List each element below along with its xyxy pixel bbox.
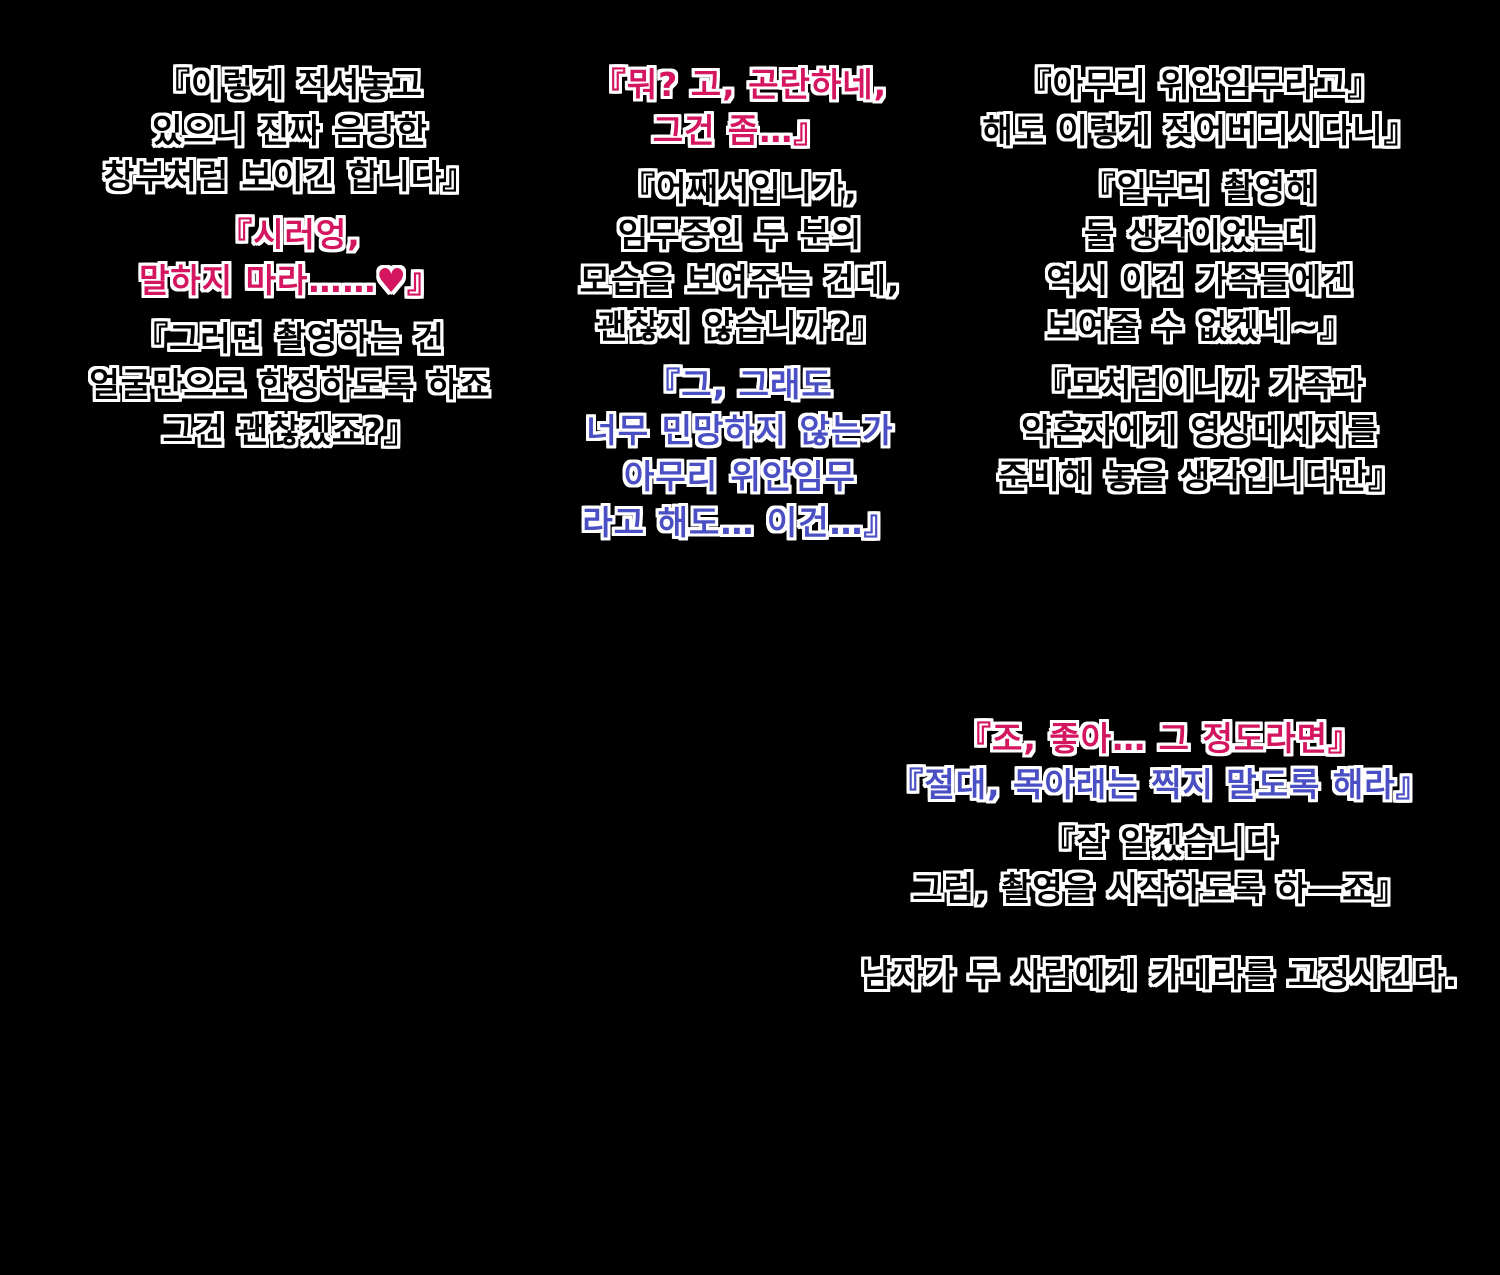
text-line: 보여줄 수 없겠네~』 <box>1046 307 1354 346</box>
dialogue-right-2: 『일부러 촬영해 둘 생각이었는데 역시 이건 가족들에겐 보여줄 수 없겠네~… <box>960 166 1440 350</box>
text-line: 해도 이렇게 젖어버리시다니』 <box>982 111 1418 150</box>
dialogue-bottom-3: 『잘 알겠습니다 그럼, 촬영을 시작하도록 하―죠』 <box>860 820 1460 912</box>
narration-text: 남자가 두 사람에게 카메라를 고정시킨다. <box>860 952 1460 998</box>
dialogue-bottom-1: 『조, 좋아… 그 정도라면』 <box>860 716 1460 762</box>
right-text-column: 『아무리 위안임무라고』 해도 이렇게 젖어버리시다니』 『일부러 촬영해 둘 … <box>960 62 1440 500</box>
dialogue-left-2: 『시러엉, 말하지 마라……♥』 <box>40 212 540 304</box>
text-line: 『이렇게 적셔놓고 <box>156 65 423 104</box>
text-line: 『조, 좋아… 그 정도라면』 <box>958 719 1362 758</box>
text-line: 아무리 위안임무 <box>623 457 856 496</box>
text-line: 『뭐? 고, 곤란하네, <box>592 65 888 104</box>
dialogue-bottom-2: 『절대, 목아래는 찍지 말도록 해라』 <box>860 762 1460 808</box>
text-line: 너무 민망하지 않는가 <box>586 411 894 450</box>
text-line: 『그러면 촬영하는 건 <box>135 319 445 358</box>
text-line: 모습을 보여주는 건데, <box>579 261 901 300</box>
text-line: 둘 생각이었는데 <box>1083 215 1316 254</box>
dialogue-left-1: 『이렇게 적셔놓고 있으니 진짜 음탕한 창부처럼 보이긴 합니다』 <box>40 62 540 200</box>
text-line: 얼굴만으로 한정하도록 하죠 <box>89 365 491 404</box>
text-line: 『절대, 목아래는 찍지 말도록 해라』 <box>890 765 1430 804</box>
text-line: 괜찮지 않습니까?』 <box>596 307 884 346</box>
dialogue-left-3: 『그러면 촬영하는 건 얼굴만으로 한정하도록 하죠 그건 괜찮겠죠?』 <box>40 316 540 454</box>
dialogue-mid-2: 『어째서입니가, 임무중인 두 분의 모습을 보여주는 건데, 괜찮지 않습니까… <box>540 166 940 350</box>
text-line: 말하지 마라……♥』 <box>139 261 441 300</box>
text-line: 약혼자에게 영상메세지를 <box>1021 411 1379 450</box>
text-line: 『모처럼이니까 가족과 <box>1035 365 1365 404</box>
text-line: 준비해 놓을 생각입니다만』 <box>998 457 1402 496</box>
text-line: 남자가 두 사람에게 카메라를 고정시킨다. <box>861 955 1459 994</box>
text-line: 그건 괜찮겠죠?』 <box>162 411 418 450</box>
dialogue-mid-1: 『뭐? 고, 곤란하네, 그건 좀…』 <box>540 62 940 154</box>
text-line: 역시 이건 가족들에겐 <box>1046 261 1354 300</box>
dialogue-right-3: 『모처럼이니까 가족과 약혼자에게 영상메세지를 준비해 놓을 생각입니다만』 <box>960 362 1440 500</box>
text-line: 『시러엉, <box>219 215 361 254</box>
text-line: 창부처럼 보이긴 합니다』 <box>103 157 477 196</box>
left-text-column: 『이렇게 적셔놓고 있으니 진짜 음탕한 창부처럼 보이긴 합니다』 『시러엉,… <box>40 62 540 454</box>
text-line: 그건 좀…』 <box>652 111 828 150</box>
text-line: 『어째서입니가, <box>622 169 858 208</box>
text-line: 있으니 진짜 음탕한 <box>152 111 428 150</box>
text-line: 라고 해도… 이건…』 <box>582 503 898 542</box>
dialogue-mid-3: 『그, 그래도 너무 민망하지 않는가 아무리 위안임무 라고 해도… 이건…』 <box>540 362 940 546</box>
text-line: 그럼, 촬영을 시작하도록 하―죠』 <box>912 869 1408 908</box>
text-line: 임무중인 두 분의 <box>617 215 863 254</box>
text-line: 『그, 그래도 <box>647 365 833 404</box>
text-line: 『잘 알겠습니다 <box>1042 823 1278 862</box>
dialogue-right-1: 『아무리 위안임무라고』 해도 이렇게 젖어버리시다니』 <box>960 62 1440 154</box>
text-line: 『일부러 촬영해 <box>1082 169 1318 208</box>
bottom-text-block: 『조, 좋아… 그 정도라면』 『절대, 목아래는 찍지 말도록 해라』 『잘 … <box>860 716 1460 998</box>
middle-text-column: 『뭐? 고, 곤란하네, 그건 좀…』 『어째서입니가, 임무중인 두 분의 모… <box>540 62 940 546</box>
text-line: 『아무리 위안임무라고』 <box>1018 65 1382 104</box>
